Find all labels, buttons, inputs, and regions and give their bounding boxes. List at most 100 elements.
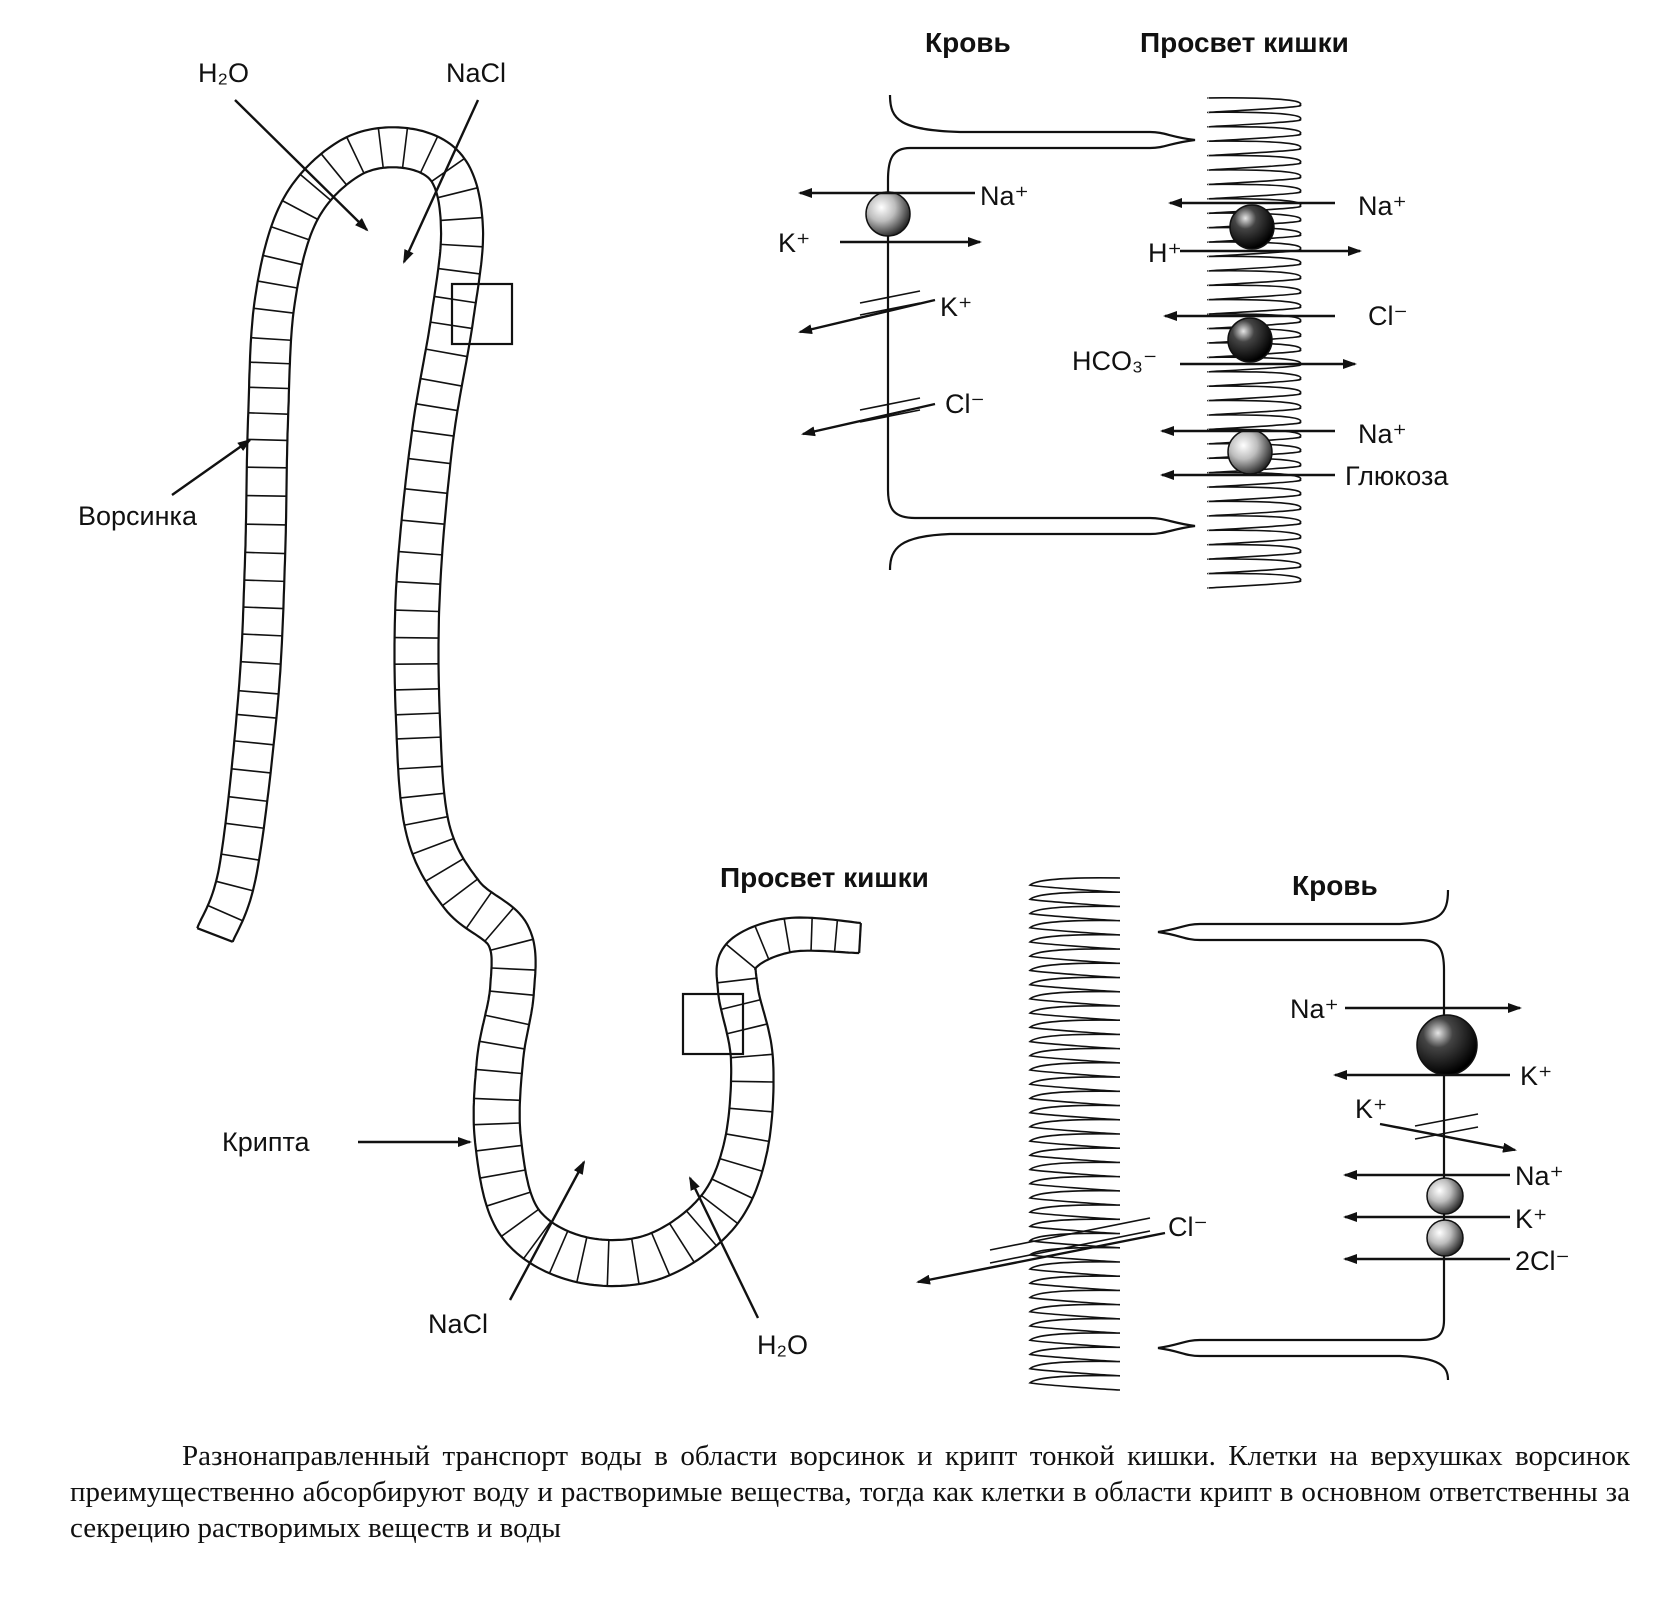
tube-segment	[420, 377, 462, 387]
sec-nkcc-k-label: K⁺	[1515, 1204, 1547, 1234]
tube-segment	[244, 579, 285, 583]
na-h-exchanger	[1229, 204, 1275, 250]
tube-segment	[479, 1169, 526, 1179]
tube-segment	[438, 267, 481, 275]
tube-segment	[396, 580, 441, 585]
tube-segment	[248, 412, 289, 416]
tube-segment	[398, 550, 443, 556]
villus-crypt-tube	[196, 126, 862, 1288]
tube-segment	[207, 904, 243, 922]
cftr-mark-1	[989, 1217, 1151, 1251]
villus-zoom-box	[450, 282, 514, 346]
tube-segment	[246, 466, 287, 469]
tube-segment	[246, 494, 287, 497]
sec-cl-label: Cl⁻	[1168, 1212, 1208, 1242]
tube-segment	[576, 1237, 588, 1283]
tube-segment	[479, 1040, 525, 1050]
absorption-lumen-header: Просвет кишки	[1140, 27, 1349, 58]
absorption-microvilli	[1207, 97, 1302, 589]
tube-segment	[473, 1097, 521, 1102]
tube-segment	[234, 740, 274, 746]
villus-nacl-label: NaCl	[446, 58, 506, 88]
tube-segment	[245, 551, 286, 555]
tube-segment	[238, 689, 279, 695]
tube-segment	[486, 1191, 531, 1207]
tube-segment	[720, 998, 761, 1011]
tube-segment	[440, 216, 483, 222]
tube-segment	[465, 891, 493, 929]
tube-segment	[725, 943, 756, 970]
tube-segment	[251, 336, 292, 342]
sec-k-channel-mark-1	[1414, 1113, 1479, 1127]
tube-segment	[441, 878, 479, 907]
arrow-cl-secretion	[916, 1231, 1166, 1285]
sec-k-channel-mark-2	[1414, 1126, 1479, 1140]
villus-h2o-label: H₂O	[198, 58, 249, 88]
caption-text: Разнонаправленный транспорт воды в облас…	[70, 1440, 1630, 1544]
sglt-transporter	[1227, 429, 1273, 475]
tube-segment	[726, 1023, 768, 1035]
tube-segment	[404, 815, 448, 826]
tube-segment	[476, 1144, 522, 1152]
tube-segment	[475, 1068, 522, 1075]
tube-segment	[730, 1053, 773, 1059]
tube-segment	[668, 1222, 695, 1263]
tube-segment	[249, 386, 290, 390]
tube-segment	[346, 136, 365, 174]
tube-segment	[243, 606, 284, 610]
tube-segment	[731, 1080, 774, 1083]
tube-segment	[257, 280, 298, 289]
tube-segment	[431, 157, 465, 183]
secretion-blood-header: Кровь	[1292, 870, 1378, 901]
abs-k-channel-label: K⁺	[940, 292, 972, 322]
arrow-k-channel	[798, 298, 936, 335]
tube-segment	[434, 295, 476, 304]
absorption-na-k-pump	[865, 191, 911, 237]
nkcc-lower	[1426, 1219, 1464, 1257]
tube-segment	[754, 925, 770, 960]
abs-cl-apical-label: Cl⁻	[1368, 301, 1408, 331]
abs-cl-channel-label: Cl⁻	[945, 389, 985, 419]
tube-segment	[401, 128, 409, 168]
k-channel-mark-1	[859, 290, 921, 304]
crypt-zoom-box	[681, 992, 745, 1056]
tube-segment	[419, 136, 439, 174]
microvilli-loops	[1207, 97, 1302, 589]
sec-nkcc-cl-label: 2Cl⁻	[1515, 1246, 1570, 1276]
crypt-h2o-arrow	[688, 1176, 760, 1319]
nkcc-upper	[1426, 1177, 1464, 1215]
tube-segment	[395, 609, 440, 613]
tube-segment	[783, 918, 791, 953]
tube-segment	[270, 225, 310, 241]
tube-segment	[630, 1238, 640, 1285]
tube-segment	[725, 1133, 770, 1143]
tube-segment	[394, 688, 439, 691]
cftr-mark-2	[989, 1230, 1151, 1264]
tube-segment	[412, 837, 454, 855]
tube-segment	[440, 243, 483, 248]
tube-segment	[437, 187, 478, 199]
crypt-nacl-label: NaCl	[428, 1309, 488, 1339]
tube-segment	[719, 1157, 763, 1173]
tube-segment	[221, 853, 260, 861]
sec-k-channel-label: K⁺	[1355, 1094, 1387, 1124]
tube-segment	[485, 1014, 530, 1026]
tube-segment	[685, 1210, 718, 1247]
tube-segment	[231, 767, 271, 774]
tube-segment	[833, 920, 839, 952]
secretion-lumen-header: Просвет кишки	[720, 862, 929, 893]
tube-segment	[253, 307, 294, 314]
tube-segment	[650, 1232, 671, 1276]
tube-segment	[700, 1194, 739, 1225]
tube-segment	[484, 907, 515, 942]
abs-na-label: Na⁺	[980, 181, 1029, 211]
crypt-h2o-label: H₂O	[757, 1330, 808, 1360]
secretion-microvilli	[1028, 877, 1121, 1391]
tube-segment	[320, 153, 348, 186]
arrow-k-channel-out	[1379, 1122, 1517, 1153]
tube-segment	[408, 457, 451, 465]
tube-segment	[711, 1178, 753, 1200]
tube-segment	[522, 1221, 552, 1260]
tube-segment	[473, 1122, 520, 1126]
tube-segment	[489, 990, 534, 997]
